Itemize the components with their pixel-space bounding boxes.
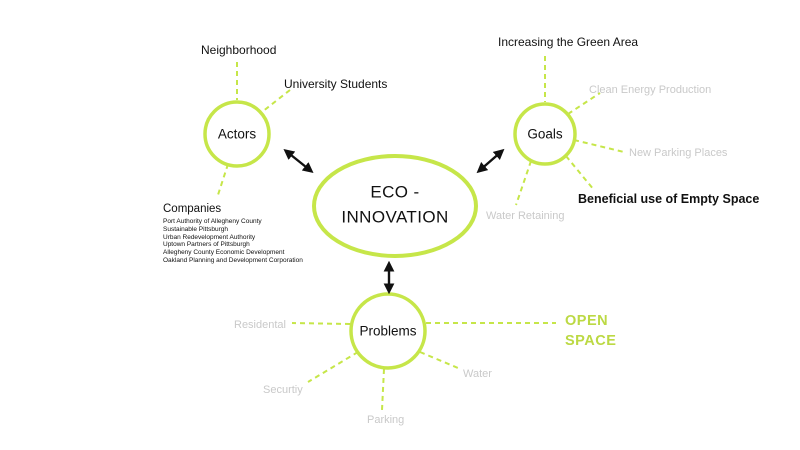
label-water-retaining: Water Retaining: [486, 210, 565, 222]
label-residental: Residental: [234, 319, 286, 331]
center-title: ECO - INNOVATION: [341, 180, 448, 229]
open-space-line2: SPACE: [565, 332, 617, 349]
label-clean-energy-production: Clean Energy Production: [589, 84, 712, 96]
company-item: Sustainable Pittsburgh: [163, 225, 229, 233]
problems-node-label: Problems: [359, 323, 417, 339]
connector-goals-beneficial-use: [565, 155, 595, 191]
arrow-goals-center: [476, 148, 505, 174]
company-item: Uptown Partners of Pittsburgh: [163, 241, 250, 249]
connector-goals-water-retaining: [515, 160, 532, 206]
label-water: Water: [463, 368, 492, 380]
label-new-parking-places: New Parking Places: [629, 147, 728, 159]
open-space-label: OPEN SPACE: [565, 312, 616, 351]
goals-node-circle: [513, 102, 577, 166]
company-item: Allegheny County Economic Development: [163, 249, 285, 257]
center-ellipse: [312, 154, 478, 258]
dashed-connectors: [216, 56, 625, 411]
connector-problems-securtiy: [307, 351, 359, 383]
companies-list: Port Authority of Allegheny County Susta…: [163, 218, 303, 265]
label-increasing-green-area: Increasing the Green Area: [498, 35, 639, 49]
open-space-line1: OPEN: [565, 313, 609, 329]
companies-block: Companies Port Authority of Allegheny Co…: [163, 203, 303, 265]
relation-arrows: [283, 148, 505, 295]
connector-goals-new-parking: [573, 139, 625, 153]
label-securtiy: Securtiy: [263, 384, 303, 396]
label-neighborhood: Neighborhood: [201, 43, 277, 57]
center-title-line1: ECO -: [370, 182, 420, 202]
label-university-students: University Students: [284, 77, 388, 91]
connector-goals-clean-energy: [567, 92, 601, 115]
companies-title: Companies: [163, 203, 222, 215]
connector-problems-residental: [291, 322, 351, 325]
center-title-line2: INNOVATION: [341, 207, 449, 226]
goals-node-label: Goals: [527, 126, 563, 142]
label-beneficial-use-empty-space: Beneficial use of Empty Space: [578, 192, 760, 206]
company-item: Oakland Planning and Development Corpora…: [163, 256, 303, 264]
company-item: Port Authority of Allegheny County: [163, 218, 262, 225]
label-parking: Parking: [367, 414, 405, 426]
actors-node-label: Actors: [217, 126, 257, 142]
connector-actors-companies: [216, 163, 229, 199]
connector-actors-university-students: [261, 89, 291, 113]
company-item: Urban Redevelopment Authority: [163, 233, 256, 241]
connector-problems-parking: [381, 368, 385, 411]
connector-problems-water: [419, 351, 459, 369]
arrow-actors-center: [283, 148, 314, 174]
actors-node-circle: [203, 100, 271, 168]
